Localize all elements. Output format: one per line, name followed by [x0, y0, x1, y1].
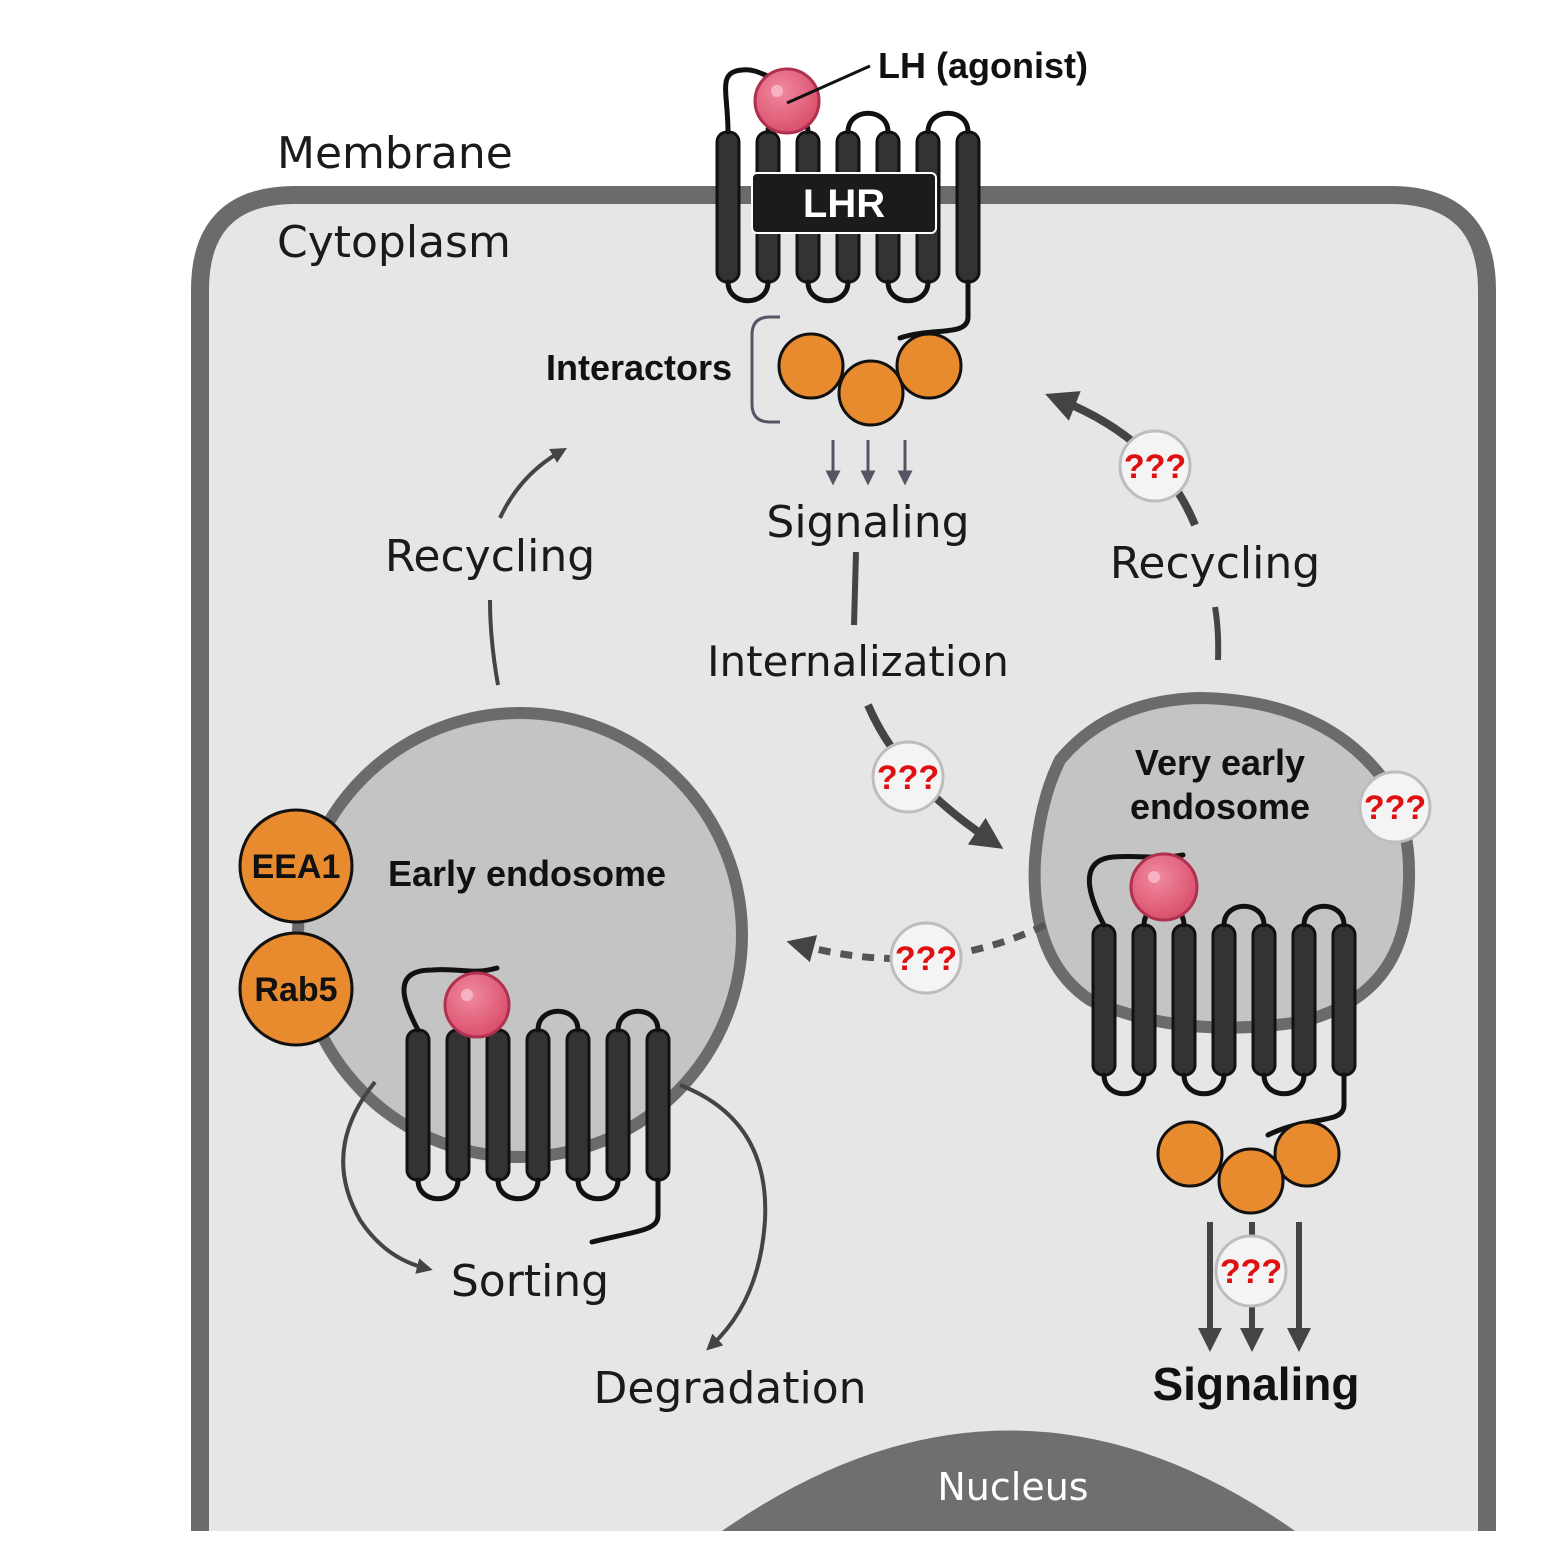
- internalization-line: [851, 551, 859, 626]
- interactors-bracket: [750, 315, 780, 424]
- cytoplasm-label: Cytoplasm: [277, 217, 511, 268]
- recycling-left-line-lower: [488, 599, 500, 686]
- interactor-icon: [1273, 1120, 1341, 1188]
- lh-agonist-icon: [753, 67, 821, 135]
- interactor-icon: [895, 332, 963, 400]
- lh-agonist-icon: [1129, 852, 1199, 922]
- sorting-label: Sorting: [451, 1256, 609, 1307]
- unknown-badge-internalization: [871, 740, 945, 814]
- unknown-badge-recycling: [1118, 429, 1192, 503]
- eea1-marker: [238, 808, 354, 924]
- lh-agonist-icon: [443, 971, 511, 1039]
- vee-to-ee-dashed-arrow: [786, 921, 1047, 963]
- recycling-left-arrow-upper: [498, 448, 567, 519]
- nucleus: [722, 1430, 1295, 1531]
- very-early-endosome-label-line2: endosome: [1130, 786, 1310, 827]
- nucleus-label: Nucleus: [937, 1465, 1088, 1509]
- unknown-marker: ???: [895, 940, 957, 978]
- early-endosome: [292, 707, 748, 1163]
- endosomal-receptor-left: [401, 965, 669, 1245]
- unknown-marker: ???: [877, 759, 939, 797]
- interactor-icon: [1217, 1147, 1285, 1215]
- unknown-badge-transfer: [889, 921, 963, 995]
- signaling-bottom-label: Signaling: [1153, 1358, 1360, 1410]
- unknown-badge-signaling: [1214, 1234, 1288, 1308]
- recycling-left-label: Recycling: [385, 531, 595, 582]
- unknown-marker: ???: [1220, 1253, 1282, 1291]
- membrane-label: Membrane: [277, 128, 513, 179]
- recycling-right-label: Recycling: [1110, 538, 1320, 589]
- bottom-crop: [180, 1531, 1510, 1561]
- early-endosome-label: Early endosome: [388, 853, 666, 894]
- unknown-marker: ???: [1124, 448, 1186, 486]
- interactor-icon: [777, 332, 845, 400]
- lhr-label-box: [751, 172, 937, 234]
- interactors-label: Interactors: [546, 347, 732, 388]
- internalization-label: Internalization: [707, 637, 1009, 686]
- eea1-label: EEA1: [252, 848, 341, 886]
- interactor-icon: [837, 359, 905, 427]
- sorting-arrow: [341, 1080, 433, 1274]
- unknown-marker: ???: [1364, 789, 1426, 827]
- degradation-arrow: [679, 1083, 768, 1351]
- lhr-label: LHR: [803, 182, 885, 226]
- lh-agonist-label: LH (agonist): [878, 45, 1088, 86]
- degradation-label: Degradation: [593, 1363, 866, 1414]
- interactor-icon: [1156, 1120, 1224, 1188]
- signaling-top-label: Signaling: [766, 497, 969, 548]
- recycling-right-line-lower: [1212, 606, 1222, 661]
- very-early-endosome-label-line1: Very early: [1135, 742, 1305, 783]
- rab5-marker: [238, 931, 354, 1047]
- unknown-badge-very-early-endosome: [1358, 770, 1432, 844]
- rab5-label: Rab5: [254, 971, 337, 1009]
